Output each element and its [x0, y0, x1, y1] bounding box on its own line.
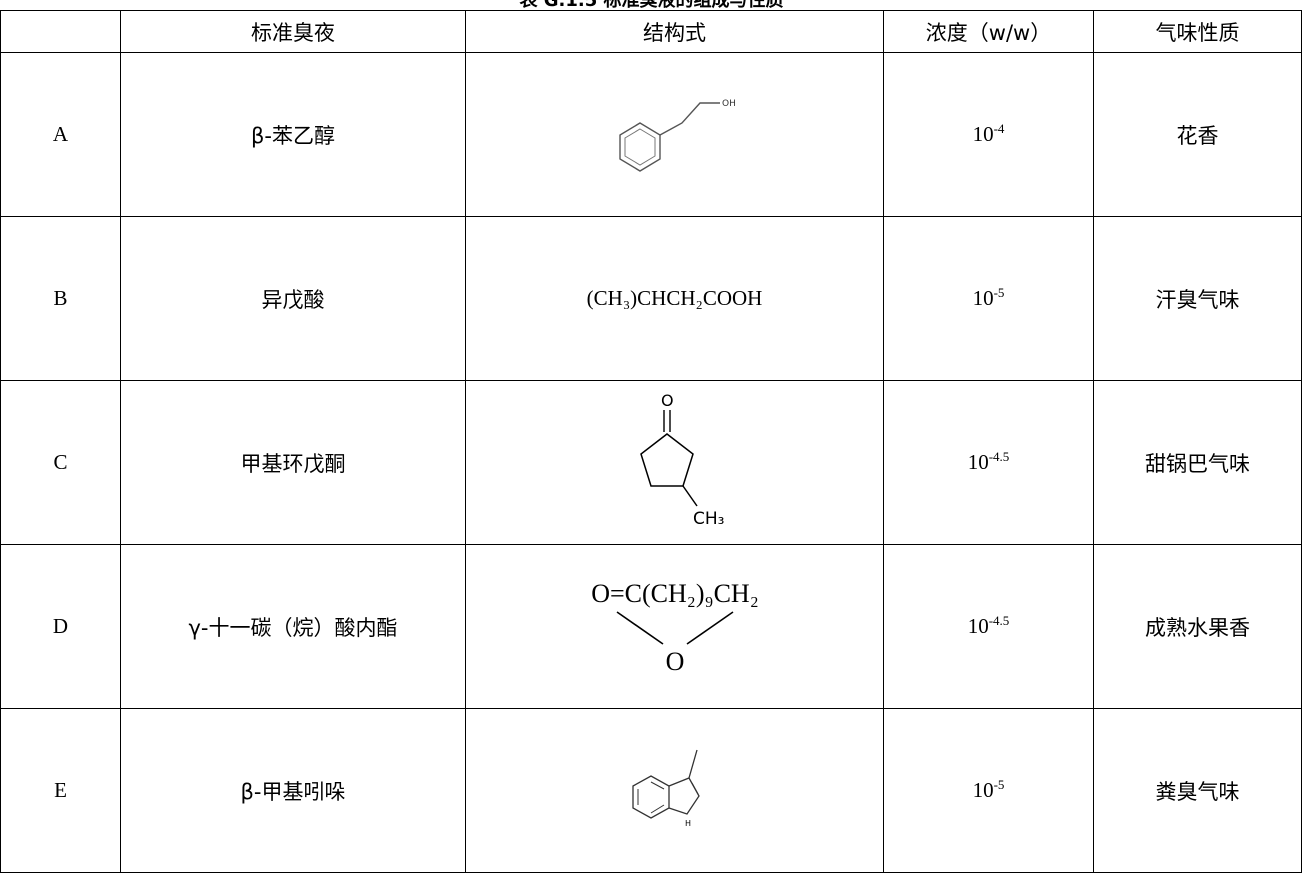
header-odor: 气味性质 — [1093, 10, 1302, 53]
table-caption: 表 G.1.5 标准臭液的组成与性质 — [0, 0, 1303, 10]
row-concentration: 10-5 — [883, 708, 1094, 873]
structure-methylcyclopentanone: O CH₃ — [465, 380, 884, 545]
structure-isovaleric-acid: (CH₃)CHCH₂COOH — [465, 216, 884, 381]
row-id: E — [0, 708, 121, 873]
row-name: β-苯乙醇 — [120, 52, 466, 217]
row-name: 甲基环戊酮 — [120, 380, 466, 545]
phenylethanol-structure: OH — [618, 99, 736, 172]
odor-standards-table: 标准臭夜 结构式 浓度（w/w） 气味性质 A β-苯乙醇 OH 10-4 花香… — [0, 10, 1302, 873]
header-standard: 标准臭夜 — [120, 10, 466, 53]
table-row: A β-苯乙醇 OH 10-4 花香 — [0, 52, 1302, 217]
row-concentration: 10-4.5 — [883, 380, 1094, 545]
row-id: A — [0, 52, 121, 217]
lactone-chain-label: O=C(CH₂)₉CH₂ — [591, 579, 759, 608]
methyl-label: CH₃ — [693, 509, 724, 529]
row-id: C — [0, 380, 121, 545]
table-row: C 甲基环戊酮 O CH₃ 10-4.5 甜锅巴气味 — [0, 380, 1302, 545]
table-row: E β-甲基吲哚 H 10-5 粪臭气味 — [0, 708, 1302, 873]
row-concentration: 10-4.5 — [883, 544, 1094, 709]
methylcyclopentanone-structure: O CH₃ — [639, 391, 724, 529]
header-concentration: 浓度（w/w） — [883, 10, 1094, 53]
structure-phenylethanol: OH — [465, 52, 884, 217]
row-odor: 成熟水果香 — [1093, 544, 1302, 709]
row-odor: 汗臭气味 — [1093, 216, 1302, 381]
oh-label: OH — [722, 99, 736, 109]
row-id: B — [0, 216, 121, 381]
nh-label: H — [685, 819, 691, 828]
row-concentration: 10-5 — [883, 216, 1094, 381]
row-odor: 甜锅巴气味 — [1093, 380, 1302, 545]
ring-oxygen-label: O — [665, 647, 684, 676]
row-odor: 花香 — [1093, 52, 1302, 217]
skatole-structure: H — [631, 749, 700, 828]
row-odor: 粪臭气味 — [1093, 708, 1302, 873]
row-name: β-甲基吲哚 — [120, 708, 466, 873]
row-name: 异戊酸 — [120, 216, 466, 381]
structure-undecalactone: O=C(CH₂)₉CH₂ O — [465, 544, 884, 709]
row-name: γ-十一碳（烷）酸内酯 — [120, 544, 466, 709]
undecalactone-structure: O=C(CH₂)₉CH₂ O — [591, 579, 759, 676]
row-concentration: 10-4 — [883, 52, 1094, 217]
header-id — [0, 10, 121, 53]
table-row: D γ-十一碳（烷）酸内酯 O=C(CH₂)₉CH₂ O 10-4.5 成熟水果… — [0, 544, 1302, 709]
structure-skatole: H — [465, 708, 884, 873]
ketone-o-label: O — [661, 391, 674, 410]
header-structure: 结构式 — [465, 10, 884, 53]
table-row: B 异戊酸 (CH₃)CHCH₂COOH 10-5 汗臭气味 — [0, 216, 1302, 381]
row-id: D — [0, 544, 121, 709]
header-row: 标准臭夜 结构式 浓度（w/w） 气味性质 — [0, 10, 1302, 53]
